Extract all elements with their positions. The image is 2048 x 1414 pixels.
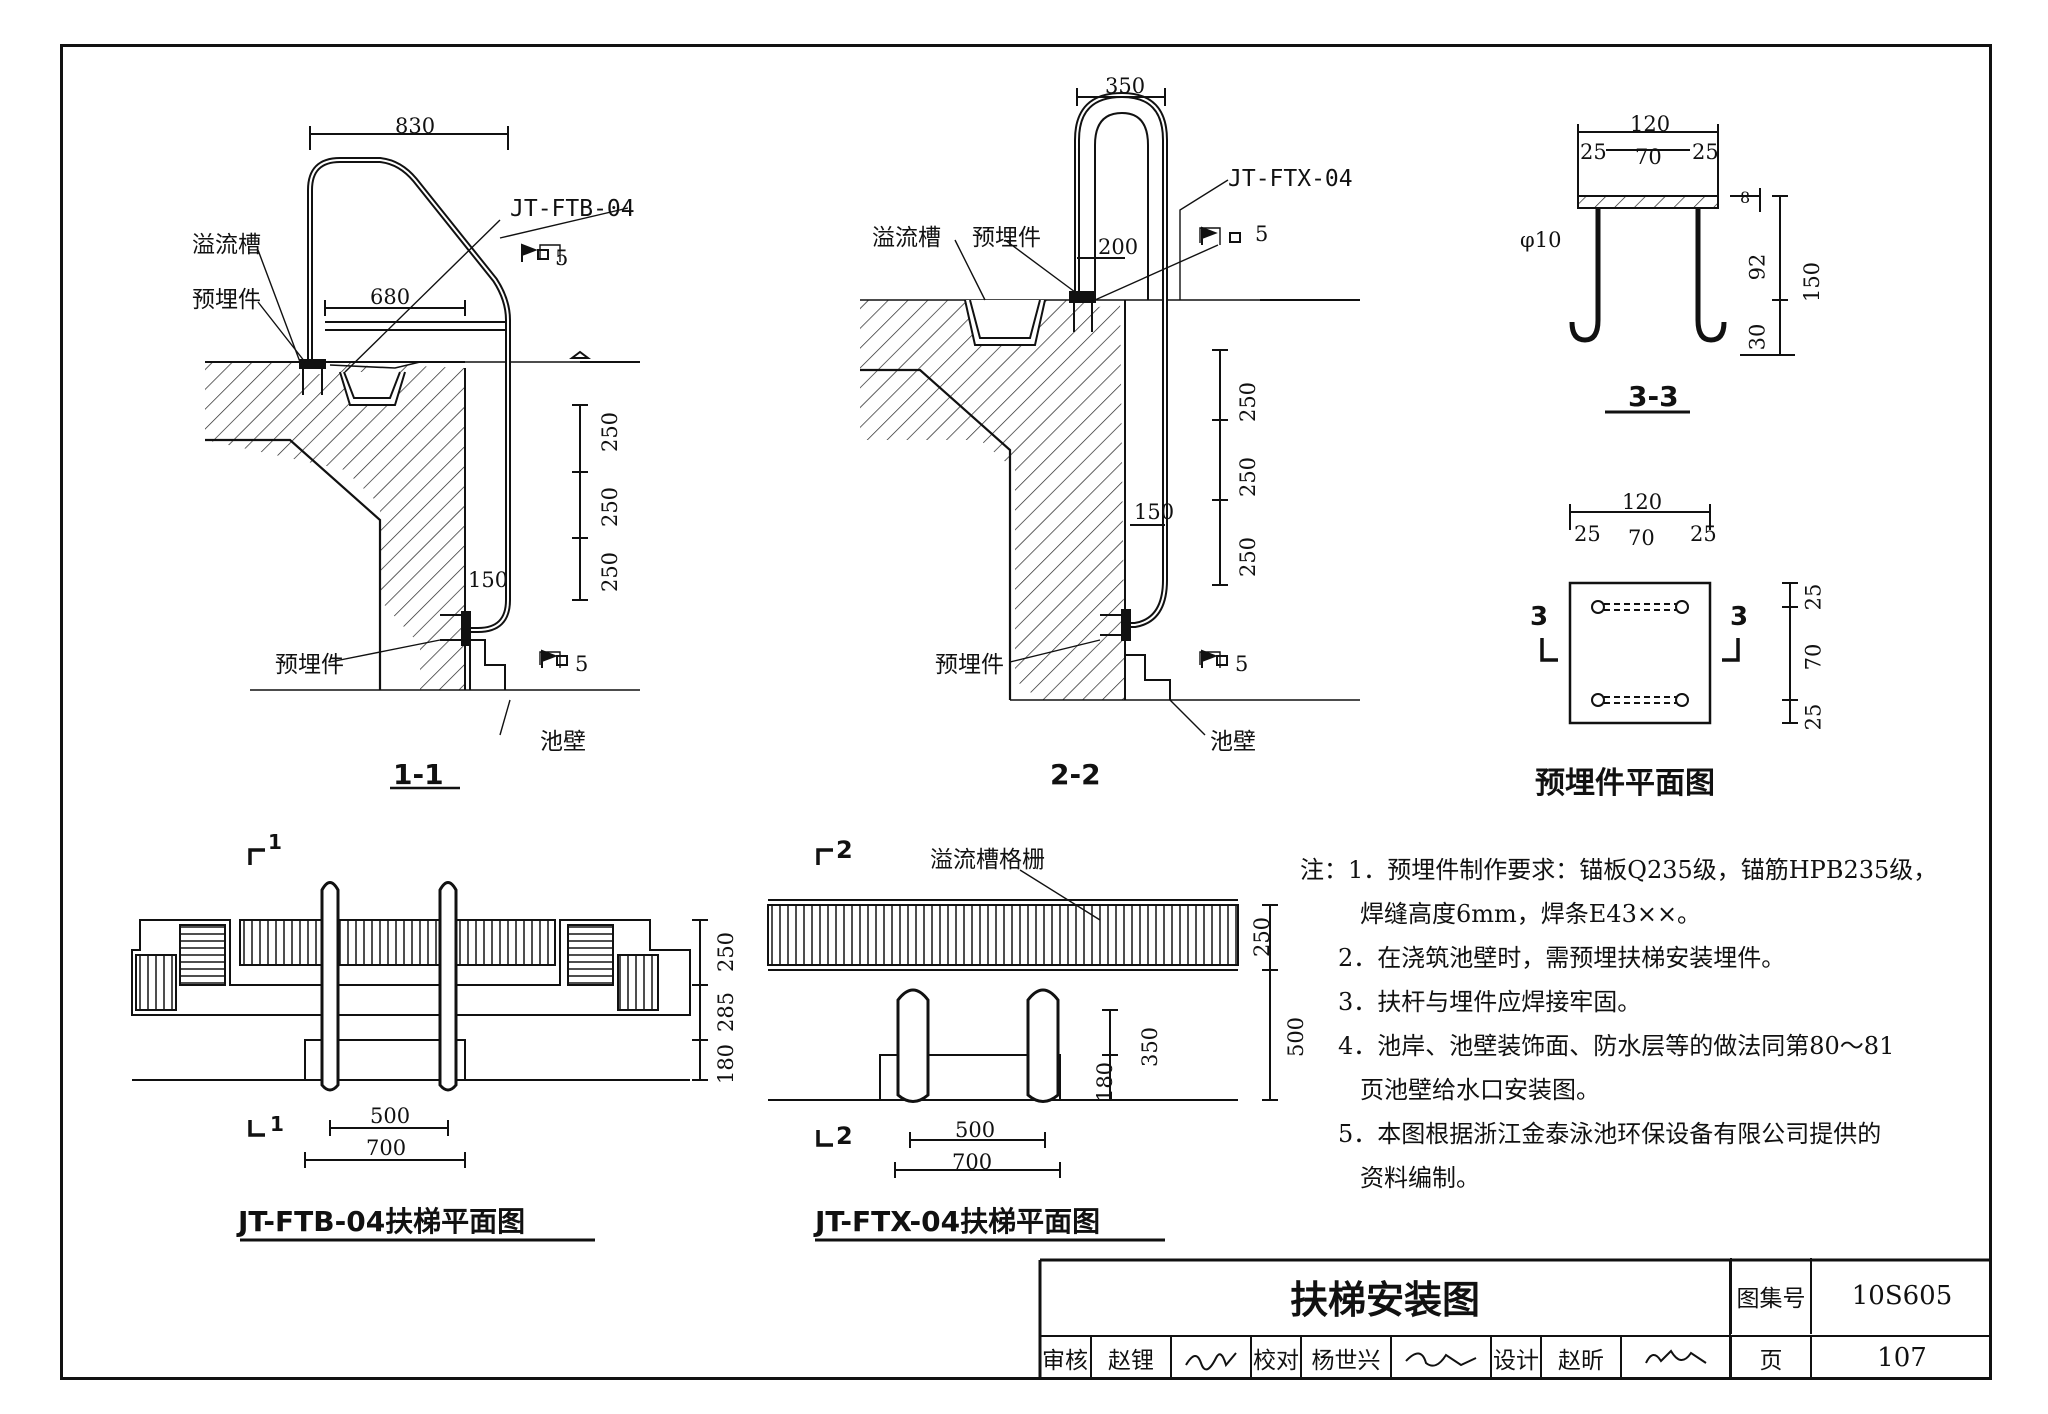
title-plan-ftx: JT-FTX-04扶梯平面图 (815, 1205, 1101, 1238)
note-line-3: 2．在浇筑池壁时，需预埋扶梯安装埋件。 (1338, 944, 1786, 972)
atlas-number: 10S605 (1810, 1258, 1992, 1334)
label-embedded-part-2-top: 预埋件 (972, 225, 1041, 251)
section-1-1-geometry (205, 126, 640, 790)
page-label: 页 (1730, 1336, 1810, 1380)
dim-2-2-offset: 150 (1134, 500, 1175, 524)
drawing-title: 扶梯安装图 (1289, 1277, 1480, 1322)
cut-mark-2-top: 2 (836, 836, 853, 864)
plan-ftx-geometry (767, 848, 1278, 1242)
weld-symbol-2-top: 5 (1255, 222, 1269, 246)
dim-1-1-inner: 680 (370, 285, 411, 309)
note-line-6: 页池壁给水口安装图。 (1360, 1076, 1600, 1104)
weld-symbol-2-bottom: 5 (1235, 652, 1249, 676)
model-label-ftx: JT-FTX-04 (1228, 166, 1353, 192)
checker-signature (1390, 1336, 1490, 1380)
reviewer-signature (1170, 1336, 1250, 1380)
note-item: 1．预埋件制作要求：锚板Q235级，锚筋HPB235级， (1348, 856, 1938, 884)
title-plan-ftb: JT-FTB-04扶梯平面图 (238, 1205, 526, 1238)
note-line-5: 4．池岸、池壁装饰面、防水层等的做法同第80～81 (1338, 1032, 1895, 1060)
drawing-frame (60, 44, 1992, 1380)
weld-symbol-1-top: 5 (555, 246, 569, 270)
designer-signature (1620, 1336, 1730, 1380)
design-label: 设计 (1490, 1336, 1540, 1380)
cut-mark-3-left: 3 (1530, 602, 1549, 632)
label-overflow-trough-1: 溢流槽 (192, 232, 261, 258)
dim-ftb-500: 500 (370, 1104, 411, 1128)
label-embedded-part-1-top: 预埋件 (192, 287, 261, 313)
notes-block: 注：1．预埋件制作要求：锚板Q235级，锚筋HPB235级， 焊缝高度6mm，焊… (1300, 848, 1940, 1200)
dim-ftb-700: 700 (366, 1136, 407, 1160)
designer-name: 赵昕 (1540, 1336, 1620, 1380)
cut-mark-1-bottom: 1 (270, 1112, 284, 1136)
weld-symbol-1-bottom: 5 (575, 652, 589, 676)
note-line-4: 3．扶杆与埋件应焊接牢固。 (1338, 988, 1642, 1016)
weld-box-icon (556, 655, 568, 666)
bar-diameter-label: φ10 (1520, 228, 1562, 252)
dim-3-3-thick: 8 (1740, 188, 1751, 207)
reviewer-name: 赵锂 (1090, 1336, 1170, 1380)
weld-flag-icon (521, 243, 538, 262)
weld-flag-icon (1201, 649, 1218, 668)
dim-2-2-inner: 200 (1098, 235, 1139, 259)
weld-box-icon (1229, 232, 1241, 243)
note-line-7: 5．本图根据浙江金泰泳池环保设备有限公司提供的 (1338, 1120, 1882, 1148)
dim-1-1-offset: 150 (468, 568, 509, 592)
model-label-ftb: JT-FTB-04 (510, 196, 635, 222)
embedded-plan-geometry (1540, 504, 1798, 725)
weld-flag-icon (1201, 226, 1218, 245)
dim-ftx-700w: 700 (952, 1150, 993, 1174)
cut-mark-2-bottom: 2 (836, 1122, 853, 1150)
title-section-2-2: 2-2 (1050, 758, 1101, 791)
plan-ftb-geometry (131, 848, 708, 1242)
title-section-3-3: 3-3 (1628, 380, 1679, 413)
signature-mark (1405, 1352, 1477, 1367)
label-grating: 溢流槽格栅 (930, 847, 1045, 873)
note-line-8: 资料编制。 (1360, 1164, 1480, 1192)
dim-3-3-total: 120 (1630, 112, 1671, 136)
page-number: 107 (1810, 1336, 1992, 1380)
section-2-2-geometry (860, 88, 1360, 736)
cut-mark-1-top: 1 (268, 830, 282, 854)
atlas-label: 图集号 (1730, 1258, 1810, 1334)
label-pool-wall-1: 池壁 (540, 729, 586, 755)
dim-ftx-500w: 500 (955, 1118, 996, 1142)
dim-plan-total: 120 (1622, 490, 1663, 514)
review-label: 审核 (1042, 1348, 1088, 1374)
label-pool-wall-2: 池壁 (1210, 729, 1256, 755)
dim-1-1-width: 830 (395, 114, 436, 138)
dim-plan-left: 25 (1574, 522, 1601, 546)
notes-prefix: 注： (1300, 856, 1348, 884)
title-embedded-plan: 预埋件平面图 (1535, 766, 1715, 801)
weld-box-icon (1216, 655, 1228, 666)
dim-plan-right: 25 (1690, 522, 1717, 546)
label-embedded-part-2-bottom: 预埋件 (935, 652, 1004, 678)
cut-mark-3-right: 3 (1730, 602, 1749, 632)
check-label: 校对 (1250, 1336, 1300, 1380)
dim-plan-mid: 70 (1628, 526, 1655, 550)
note-line-2: 焊缝高度6mm，焊条E43××。 (1360, 900, 1702, 928)
dim-3-3-right: 25 (1692, 140, 1719, 164)
note-line-1: 注：1．预埋件制作要求：锚板Q235级，锚筋HPB235级， (1300, 848, 1940, 892)
title-block: 扶梯安装图 图集号 10S605 审核 赵锂 校对 杨世兴 设计 赵昕 页 10… (1040, 1258, 1992, 1380)
title-section-1-1: 1-1 (393, 758, 444, 791)
signature-mark (1645, 1349, 1707, 1364)
checker-name: 杨世兴 (1300, 1336, 1390, 1380)
dim-3-3-mid: 70 (1635, 145, 1662, 169)
signature-mark (1185, 1352, 1237, 1371)
label-overflow-trough-2: 溢流槽 (872, 225, 941, 251)
weld-flag-icon (541, 649, 558, 668)
section-3-3-geometry (1569, 124, 1795, 414)
label-embedded-part-1-bottom: 预埋件 (275, 652, 344, 678)
weld-box-icon (537, 249, 549, 260)
dim-2-2-width: 350 (1105, 74, 1146, 98)
dim-3-3-left: 25 (1580, 140, 1607, 164)
